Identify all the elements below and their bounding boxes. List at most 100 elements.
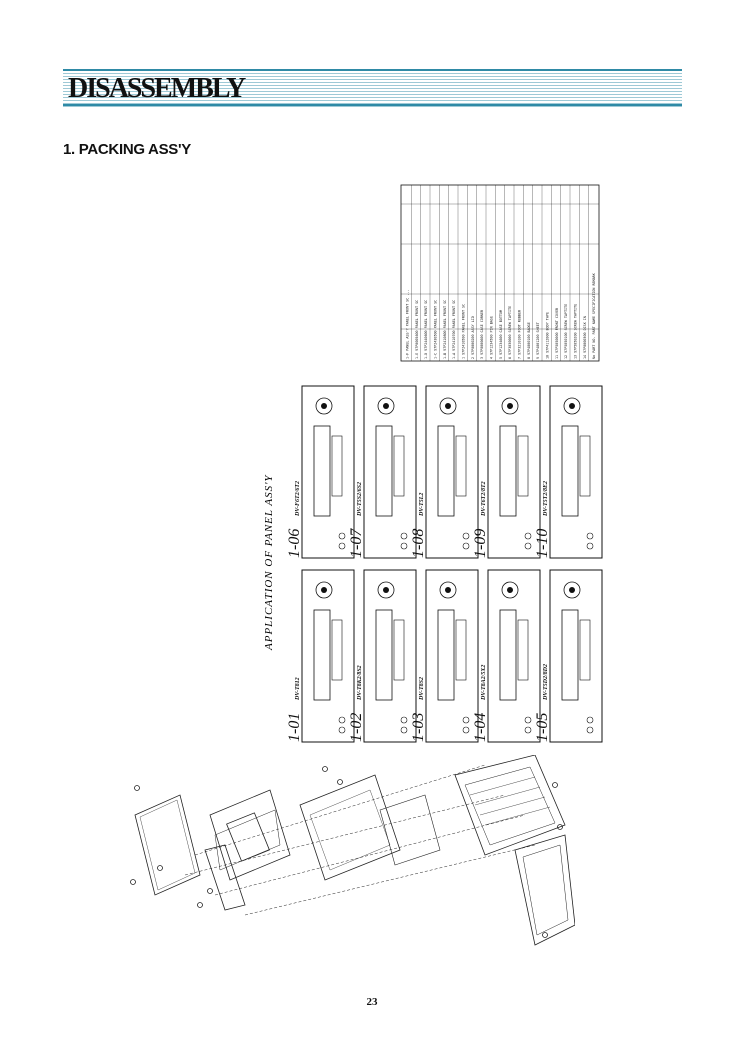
- eject-button-icon: [524, 726, 532, 734]
- panel-outline: [363, 569, 417, 743]
- panel-outline: [425, 569, 479, 743]
- panel-label: 1-02: [348, 713, 365, 742]
- parts-table-row: 5 97P1234600 CASE BOTTOM: [499, 310, 503, 359]
- panel-outline: [549, 385, 603, 559]
- jog-center-icon: [383, 403, 389, 409]
- parts-table-row: 4 97P1234500 PIN BASE: [490, 316, 494, 359]
- jog-dial-icon: [315, 581, 333, 599]
- jog-center-icon: [507, 403, 513, 409]
- parts-table: 1-F PANEL ASS'Y PANEL FRONT SC ...1-E 97…: [400, 184, 600, 362]
- jog-center-icon: [321, 587, 327, 593]
- power-button-icon: [462, 532, 470, 540]
- parts-table-row: 8 97P4000100 BADGE: [527, 322, 531, 359]
- power-button-icon: [338, 532, 346, 540]
- panel-label: 1-05: [534, 713, 551, 742]
- panel-label: 1-04: [472, 713, 489, 742]
- jog-dial-icon: [501, 397, 519, 415]
- panel-label: 1-07: [348, 528, 365, 558]
- panel-label: 1-08: [410, 529, 427, 558]
- panel-label: 1-01: [286, 713, 303, 742]
- display-window: [517, 435, 529, 497]
- display-window: [393, 619, 405, 681]
- panel-outline: [487, 569, 541, 743]
- section-heading: 1. PACKING ASS'Y: [63, 141, 191, 158]
- parts-table-row: 10 97P4112000 BODY TAPE: [546, 312, 550, 359]
- panel-model: DV-T6T2/8T2: [481, 481, 487, 517]
- display-window: [455, 435, 467, 497]
- parts-table-row: 1-C 97P2430500 PANEL FRONT SC: [434, 300, 438, 359]
- display-window: [455, 619, 467, 681]
- power-button-icon: [586, 532, 594, 540]
- cassette-slot: [375, 425, 393, 517]
- jog-dial-icon: [315, 397, 333, 415]
- eject-button-icon: [400, 726, 408, 734]
- jog-dial-icon: [501, 581, 519, 599]
- exploded-drawing: [130, 754, 576, 946]
- eject-button-icon: [462, 726, 470, 734]
- display-window: [393, 435, 405, 497]
- panel-model: DV-T5L2: [419, 493, 425, 517]
- eject-button-icon: [586, 726, 594, 734]
- cassette-slot: [499, 609, 517, 701]
- power-button-icon: [524, 532, 532, 540]
- header-rule: [63, 69, 682, 71]
- parts-table-row: 9 97P4001200 SHEET: [536, 322, 540, 359]
- parts-table-row: 2 97P0000200 ASSY LID: [471, 316, 475, 359]
- display-window: [517, 619, 529, 681]
- parts-table-row: 1-E 97P0005600 PANEL FRONT SC: [415, 300, 419, 359]
- jog-center-icon: [445, 587, 451, 593]
- main-board-shape: [299, 774, 401, 881]
- panel-outline: [301, 569, 355, 743]
- panel-outline: [301, 385, 355, 559]
- panel-drawings: APPLICATION OF PANEL ASS'Y 1-01DV-T8121-…: [263, 385, 603, 743]
- parts-table-row: 1 97P2410500 PANEL FRONT SC: [462, 304, 466, 359]
- eject-button-icon: [400, 542, 408, 550]
- chassis-bracket-shape: [209, 789, 291, 881]
- parts-table-row: 13 97P5050200 SCREW TAPTITE: [574, 304, 578, 359]
- parts-table-row: 3 97P0000600 CASE CORNER: [480, 309, 484, 359]
- parts-table-row: 11 97P5050000 FRONT COVER: [555, 307, 559, 359]
- panel-model: DV-T5T2/8E2: [543, 481, 549, 517]
- power-button-icon: [338, 716, 346, 724]
- panel-label: 1-10: [534, 529, 551, 558]
- front-panel-shape: [514, 834, 576, 946]
- display-window: [579, 619, 591, 681]
- parts-table-row: 6 97P3030000 SCREW TAPTITE: [508, 306, 512, 359]
- jog-center-icon: [383, 587, 389, 593]
- jog-center-icon: [445, 403, 451, 409]
- power-button-icon: [400, 716, 408, 724]
- panel-item: 1-06 DV-F6T2/6T2: [286, 385, 355, 559]
- display-window: [331, 619, 343, 681]
- parts-table-row: 1-A 97P2410700 PANEL FRONT SC: [452, 300, 456, 359]
- panel-model: DV-T8S2: [419, 677, 425, 701]
- header-band: [63, 70, 682, 108]
- parts-table-row: 1-D 97P2440600 PANEL FRONT SC: [424, 300, 428, 359]
- cassette-slot: [561, 609, 579, 701]
- page-number: 23: [366, 996, 378, 1008]
- panel-model: DV-F6T2/6T2: [295, 481, 301, 517]
- panel-label: 1-06: [286, 529, 303, 558]
- header-rule: [63, 104, 682, 106]
- cassette-slot: [313, 609, 331, 701]
- exploded-view-drawing: [125, 754, 576, 950]
- eject-button-icon: [462, 542, 470, 550]
- power-button-icon: [586, 716, 594, 724]
- panel-diagram-title: APPLICATION OF PANEL ASS'Y: [263, 474, 275, 651]
- jog-center-icon: [569, 587, 575, 593]
- cassette-slot: [313, 425, 331, 517]
- eject-button-icon: [524, 542, 532, 550]
- panel-outline: [487, 385, 541, 559]
- panel-outline: [363, 385, 417, 559]
- jog-dial-icon: [377, 397, 395, 415]
- page-title: DISASSEMBLY: [68, 73, 246, 104]
- panel-model: DV-T5S2/6S2: [357, 482, 363, 517]
- main-chassis-shape: [454, 754, 566, 856]
- jog-center-icon: [507, 587, 513, 593]
- eject-button-icon: [338, 542, 346, 550]
- eject-button-icon: [586, 542, 594, 550]
- jog-center-icon: [321, 403, 327, 409]
